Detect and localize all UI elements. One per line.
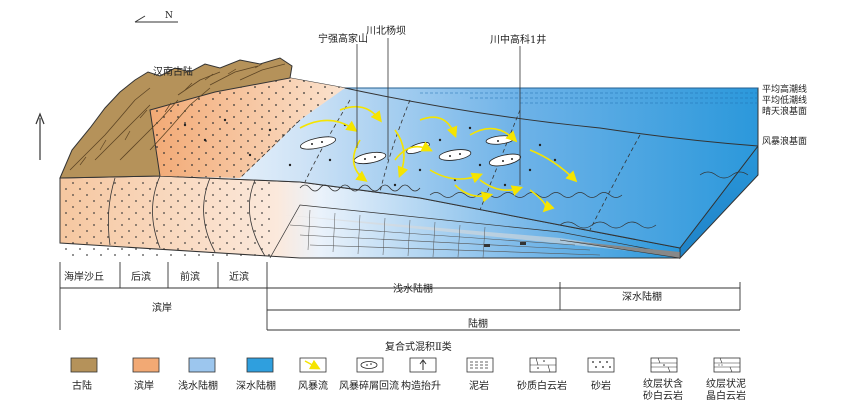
storm-flow-icon <box>299 357 327 373</box>
tectonic-uplift-icon <box>409 357 437 373</box>
legend-swatch-deep-shelf <box>246 357 274 373</box>
low-tide-label: 平均低潮线 <box>762 94 807 106</box>
legend-swatch-coast <box>132 357 160 373</box>
storm-debris-return-icon <box>356 357 384 373</box>
laminated-muddy-dolomite-icon <box>713 357 741 373</box>
laminated-sandy-dolomite-icon <box>650 357 678 373</box>
zone-shallow-shelf: 浅水陆棚 <box>393 282 433 295</box>
zone-sub-2: 后滨 <box>131 270 151 283</box>
mudstone-icon <box>466 357 494 373</box>
zone-sub-1: 海岸沙丘 <box>64 270 104 283</box>
sandstone-icon <box>587 357 615 373</box>
legend-label-storm-flow: 风暴流 <box>298 379 328 392</box>
zone-sub-4: 近滨 <box>229 270 249 283</box>
legend-label-deep-shelf: 深水陆棚 <box>236 379 276 392</box>
zone-sub-3: 前滨 <box>180 270 200 283</box>
zone-table <box>59 262 741 331</box>
legend-title: 复合式混积Ⅱ类 <box>385 340 452 353</box>
zone-deep-shelf: 深水陆棚 <box>622 290 662 303</box>
legend-label-sandy-dolomite: 砂质白云岩 <box>517 379 567 392</box>
legend-label-mudstone: 泥岩 <box>469 379 489 392</box>
legend-label-sandstone: 砂岩 <box>591 379 611 392</box>
zone-coast: 滨岸 <box>152 301 172 314</box>
well-ningqiang-label: 宁强高家山 <box>318 32 368 45</box>
landmass-label: 汉南古陆 <box>153 65 193 78</box>
legend-label-laminated-muddy-dolomite-2: 晶白云岩 <box>706 389 746 402</box>
zone-shelf: 陆棚 <box>468 317 488 330</box>
legend <box>70 357 741 373</box>
fair-weather-base-label: 晴天浪基面 <box>762 105 807 117</box>
legend-swatch-shallow-shelf <box>188 357 216 373</box>
storm-base-label: 风暴浪基面 <box>762 135 807 147</box>
legend-label-coast: 滨岸 <box>134 379 154 392</box>
legend-label-laminated-sandy-dolomite-2: 砂白云岩 <box>643 389 683 402</box>
north-label: N <box>165 11 173 21</box>
legend-label-tectonic-uplift: 构造抬升 <box>401 379 441 392</box>
legend-label-laminated-muddy-dolomite-1: 纹层状泥 <box>706 377 746 390</box>
well-chuanbei-label: 川北杨坝 <box>366 24 406 37</box>
legend-label-shallow-shelf: 浅水陆棚 <box>178 379 218 392</box>
high-tide-label: 平均高潮线 <box>762 83 807 95</box>
well-chuanzhong-label: 川中高科1井 <box>490 33 546 46</box>
sandy-dolomite-icon <box>529 357 557 373</box>
legend-label-storm-debris-return: 风暴碎屑回流 <box>339 379 399 392</box>
legend-label-laminated-sandy-dolomite-1: 纹层状含 <box>643 377 683 390</box>
legend-label-ancient-land: 古陆 <box>72 379 92 392</box>
legend-swatch-ancient-land <box>70 357 98 373</box>
